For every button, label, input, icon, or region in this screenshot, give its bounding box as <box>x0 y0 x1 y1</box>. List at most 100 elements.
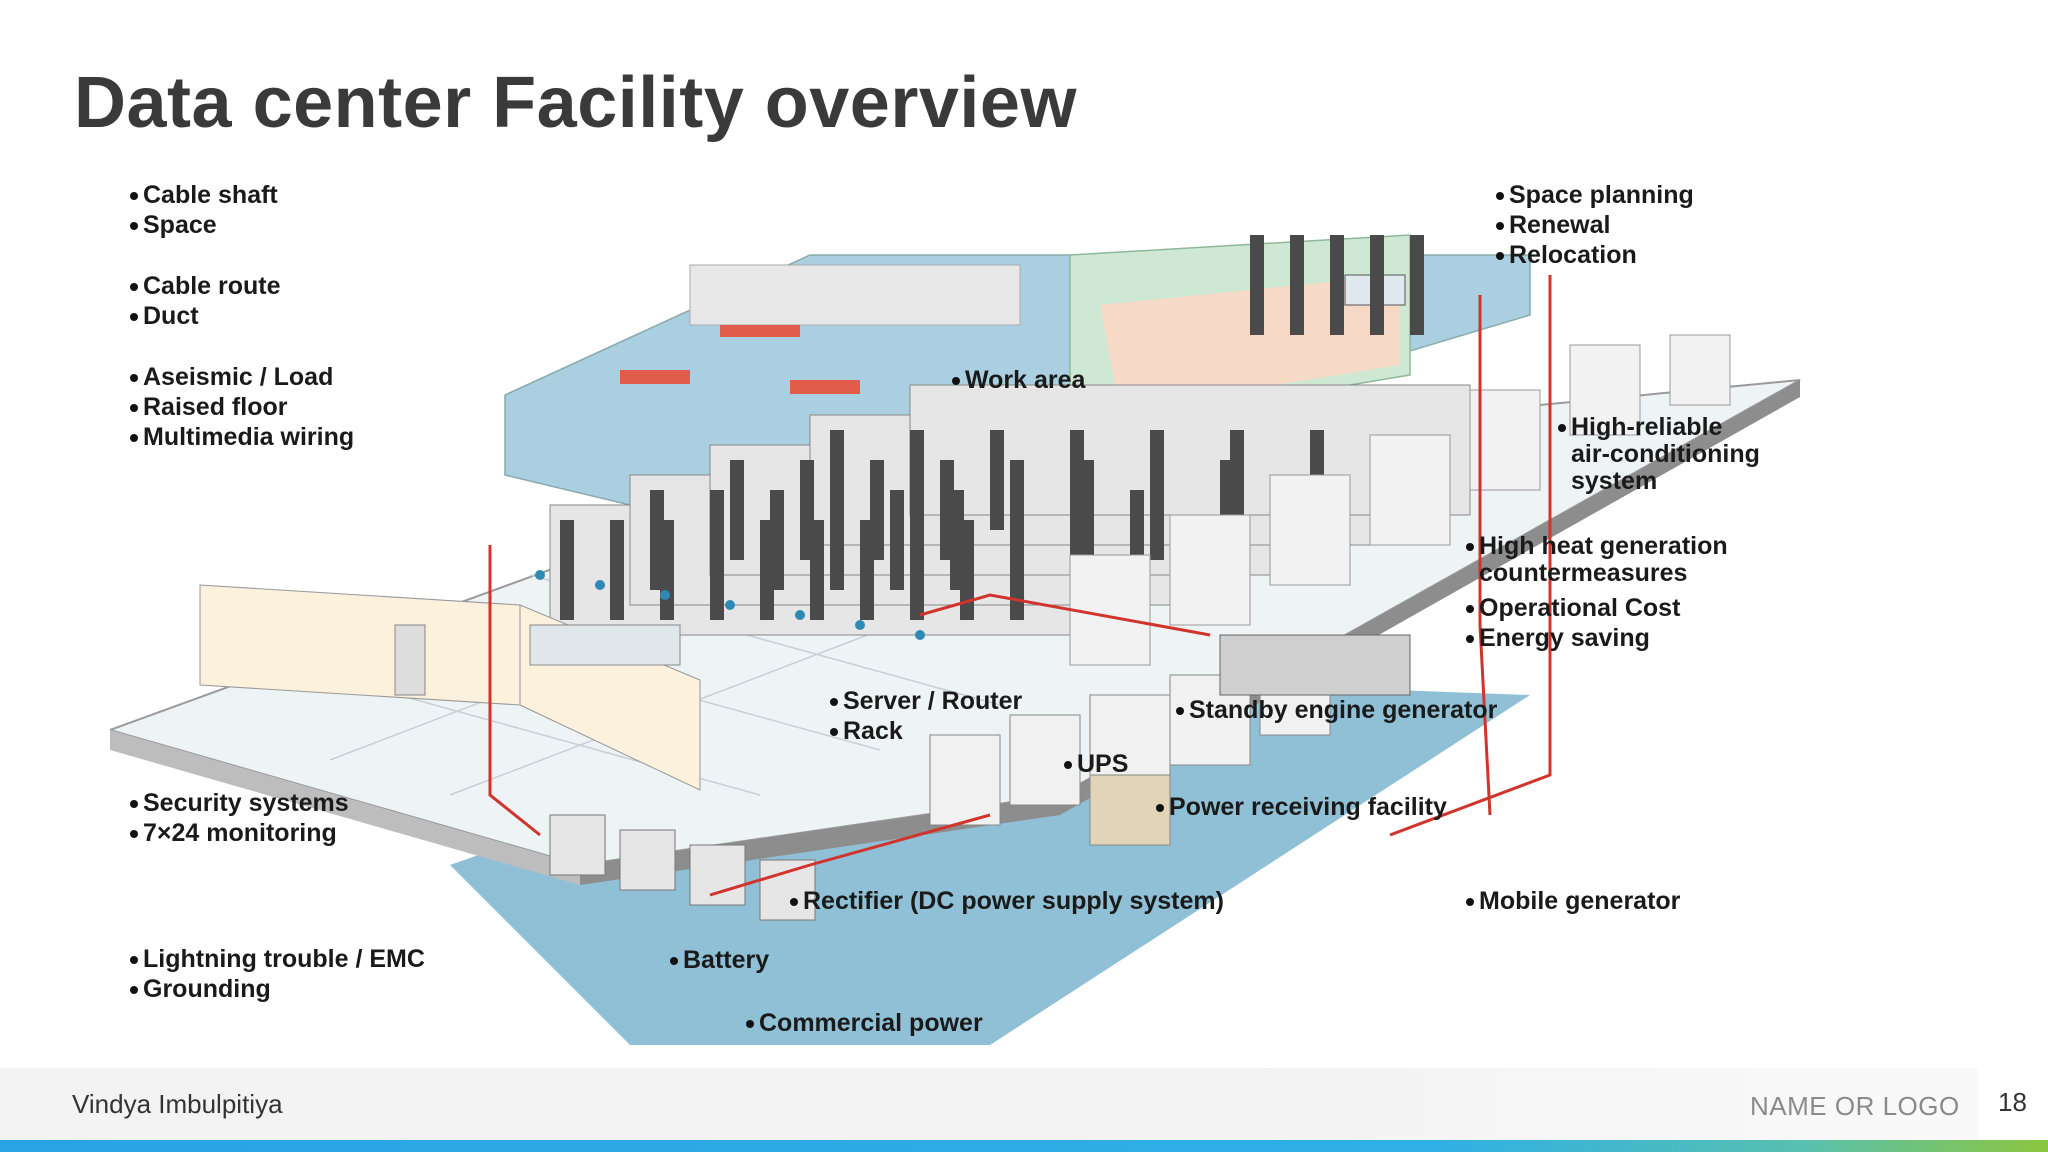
bullet-icon <box>1496 252 1504 261</box>
basement-floor <box>450 675 1530 1045</box>
bullet-icon <box>1064 761 1072 770</box>
bullet-icon <box>1176 707 1184 716</box>
label-text: Energy saving <box>1479 624 1650 652</box>
label-power-receiving: Power receiving facility <box>1156 792 1447 822</box>
label-item: Space <box>130 210 278 240</box>
page-number-box <box>1978 1068 2048 1140</box>
label-item: Space planning <box>1496 180 1694 210</box>
label-text: Security systems <box>143 789 349 817</box>
label-space-planning-group: Space planning Renewal Relocation <box>1496 180 1694 270</box>
label-item: Operational Cost <box>1466 593 1680 623</box>
label-text: Multimedia wiring <box>143 423 355 451</box>
bullet-icon <box>790 898 798 907</box>
data-center-illustration <box>110 234 1801 1045</box>
bullet-icon <box>130 313 138 322</box>
label-item: Multimedia wiring <box>130 422 354 452</box>
label-text: Commercial power <box>759 1009 983 1037</box>
bullet-icon <box>130 830 138 839</box>
generator <box>1219 634 1411 696</box>
sensor-markers <box>535 570 925 640</box>
label-item: Security systems <box>130 788 349 818</box>
office-room-floor <box>1100 275 1400 410</box>
label-aseismic-group: Aseismic / Load Raised floor Multimedia … <box>130 362 354 452</box>
label-item: Cable shaft <box>130 180 278 210</box>
label-text: UPS <box>1077 750 1129 778</box>
label-text: system <box>1571 467 1658 495</box>
footer-accent-bar <box>0 1140 2048 1152</box>
bullet-icon <box>1496 192 1504 201</box>
label-text: Server / Router <box>843 687 1023 715</box>
label-text: Battery <box>683 946 770 974</box>
label-text: air-conditioning <box>1571 440 1760 468</box>
label-text: Standby engine generator <box>1189 696 1498 724</box>
bullet-icon <box>130 192 138 201</box>
bullet-icon <box>952 377 960 386</box>
label-text: Rectifier (DC power supply system) <box>803 887 1224 915</box>
bullet-icon <box>130 800 138 809</box>
battery-racks <box>549 814 816 921</box>
label-text: Work area <box>965 366 1086 394</box>
bullet-icon <box>130 283 138 292</box>
label-text: Lightning trouble / EMC <box>143 945 425 973</box>
label-text: Power receiving facility <box>1169 793 1447 821</box>
bullet-icon <box>130 956 138 965</box>
bullet-icon <box>130 222 138 231</box>
power-cables <box>488 275 1552 897</box>
bullet-icon <box>1466 543 1474 552</box>
label-text: Rack <box>843 717 903 745</box>
label-text: countermeasures <box>1479 559 1688 587</box>
label-mobile-generator: Mobile generator <box>1466 886 1680 916</box>
label-text: High-reliable <box>1571 413 1723 441</box>
label-item: Duct <box>130 301 281 331</box>
label-item: Energy saving <box>1466 623 1680 653</box>
label-item: Aseismic / Load <box>130 362 354 392</box>
label-heat-group: High heat generation countermeasures <box>1466 533 1728 587</box>
footer-author: Vindya Imbulpitiya <box>72 1089 283 1119</box>
page-number: 18 <box>1998 1087 2027 1117</box>
bullet-icon <box>1466 605 1474 614</box>
label-item: Lightning trouble / EMC <box>130 944 425 974</box>
label-aircon-group: High-reliable air-conditioning system <box>1558 414 1760 495</box>
label-text: Raised floor <box>143 393 288 421</box>
label-text: Grounding <box>143 975 271 1003</box>
label-text: Relocation <box>1509 241 1637 269</box>
bullet-icon <box>130 986 138 995</box>
label-text: Operational Cost <box>1479 594 1681 622</box>
bullet-icon <box>746 1020 754 1029</box>
label-security-group: Security systems 7×24 monitoring <box>130 788 349 848</box>
label-item: Grounding <box>130 974 425 1004</box>
slide-footer <box>0 1068 2048 1140</box>
label-item: Cable route <box>130 271 281 301</box>
label-item: High heat generation <box>1466 533 1728 560</box>
bullet-icon <box>1496 222 1504 231</box>
label-text: Space <box>143 211 217 239</box>
bullet-icon <box>830 728 838 737</box>
label-item: Server / Router <box>830 686 1022 716</box>
raised-floor-edge <box>110 730 580 885</box>
label-text: 7×24 monitoring <box>143 819 337 847</box>
label-item: 7×24 monitoring <box>130 818 349 848</box>
label-item: High-reliable <box>1558 414 1760 441</box>
label-item: Renewal <box>1496 210 1694 240</box>
security-room <box>199 584 701 791</box>
bullet-icon <box>1156 804 1164 813</box>
bullet-icon <box>1466 898 1474 907</box>
label-text: Renewal <box>1509 211 1611 239</box>
bullet-icon <box>130 434 138 443</box>
label-text: Cable shaft <box>143 181 278 209</box>
label-text: Space planning <box>1509 181 1694 209</box>
label-operational-cost: Operational Cost Energy saving <box>1466 593 1680 653</box>
bullet-icon <box>130 374 138 383</box>
label-item: Rack <box>830 716 1022 746</box>
label-ups: UPS <box>1064 749 1128 779</box>
bullet-icon <box>830 698 838 707</box>
label-commercial-power: Commercial power <box>746 1008 983 1038</box>
label-lightning-group: Lightning trouble / EMC Grounding <box>130 944 425 1004</box>
slide-title: Data center Facility overview <box>74 63 1077 143</box>
label-item: Relocation <box>1496 240 1694 270</box>
label-text: High heat generation <box>1479 532 1728 560</box>
label-text: Aseismic / Load <box>143 363 334 391</box>
bullet-icon <box>1558 424 1566 433</box>
bullet-icon <box>670 957 678 966</box>
label-cable-shaft-group: Cable shaft Space <box>130 180 278 240</box>
